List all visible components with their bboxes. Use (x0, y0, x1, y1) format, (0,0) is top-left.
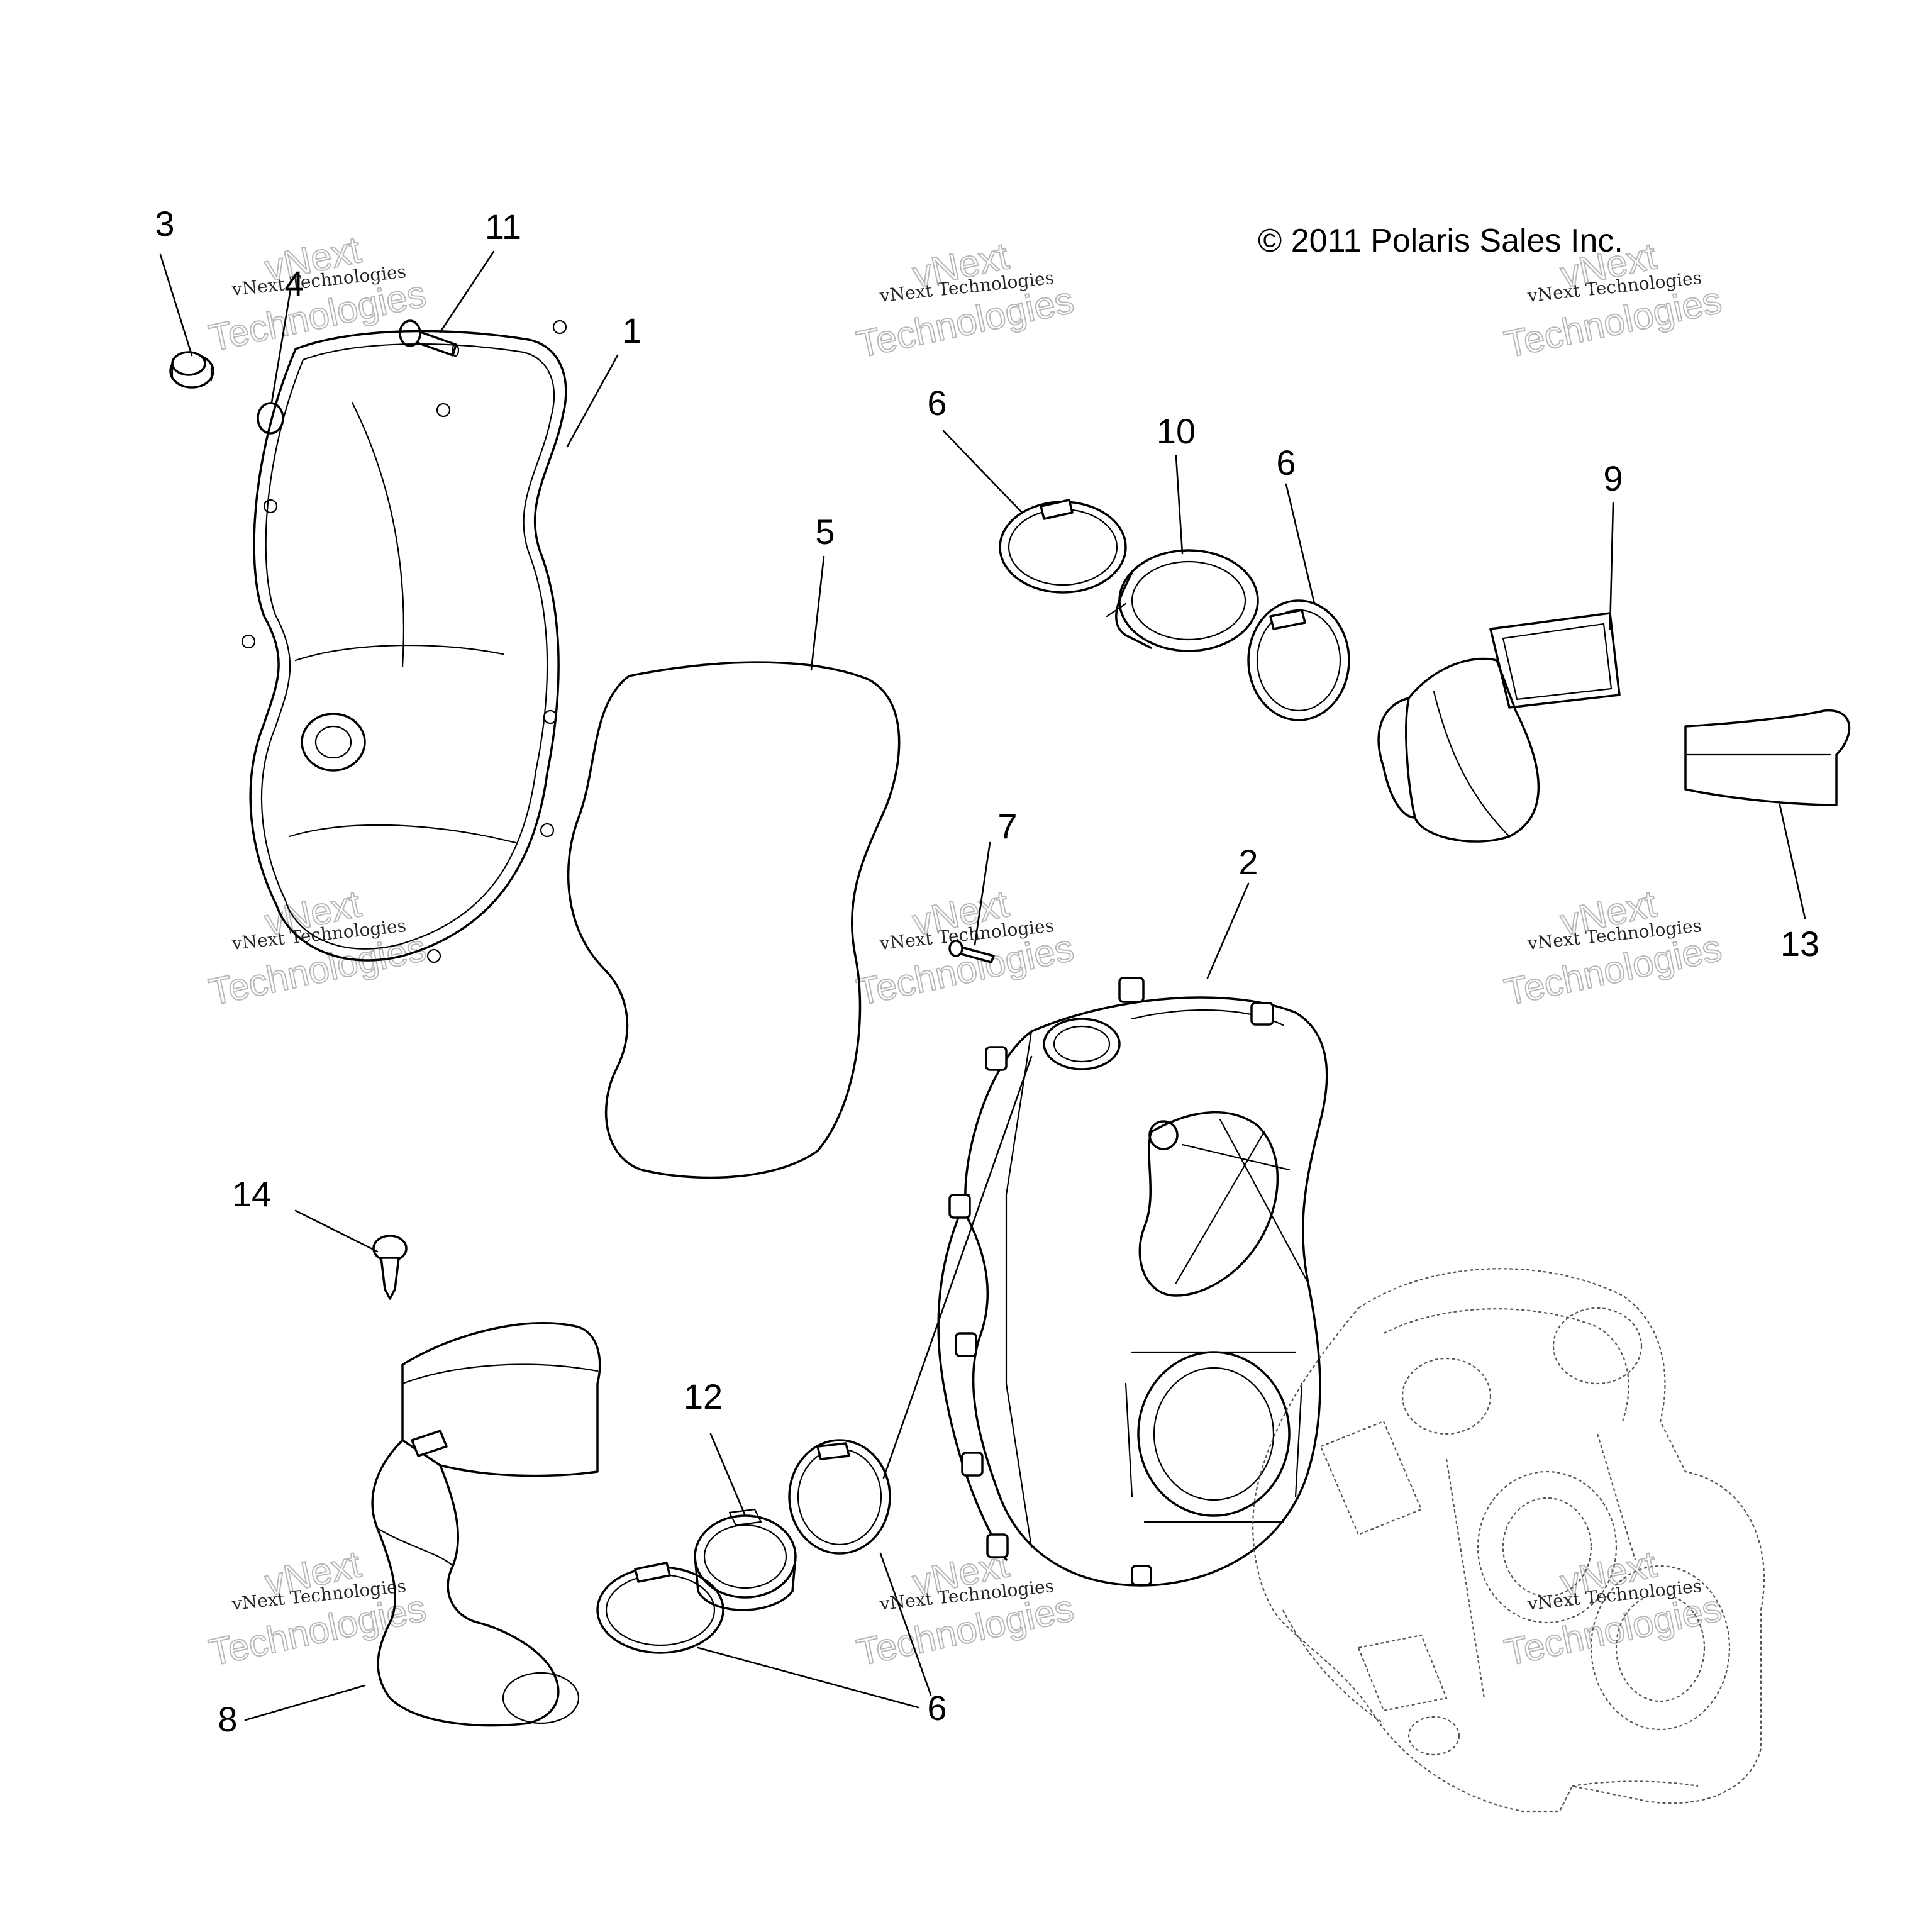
leader-6c-b (697, 1646, 919, 1709)
callout-6b: 6 (1276, 443, 1296, 482)
part-2-inner-cover[interactable] (937, 977, 1328, 1587)
leader-1 (566, 354, 619, 448)
callout-6c: 6 (927, 1688, 947, 1728)
leader-6b (1285, 483, 1316, 605)
leader-8 (244, 1684, 366, 1721)
watermark-mid-left: vNext Technologies vNext Technologies (204, 882, 430, 1014)
callout-10: 10 (1157, 411, 1196, 451)
leader-14 (294, 1209, 379, 1253)
leader-7 (974, 841, 991, 946)
watermark-bottom-left: vNext Technologies vNext Technologies (204, 1542, 430, 1674)
callout-6a: 6 (927, 383, 947, 423)
leader-12 (709, 1433, 747, 1517)
callout-5: 5 (815, 512, 835, 552)
callout-11: 11 (485, 207, 521, 247)
part-5-gasket[interactable] (567, 661, 901, 1179)
leader-9 (1609, 502, 1614, 630)
part-8-intake-duct[interactable] (371, 1321, 601, 1727)
part-11-bolt[interactable] (399, 319, 460, 357)
part-9-elbow-duct[interactable] (1377, 612, 1621, 843)
engine-reference-ghost (1252, 1268, 1765, 1813)
copyright-text: © 2011 Polaris Sales Inc. (1258, 223, 1623, 259)
leader-6c-a (879, 1552, 932, 1696)
callout-numbers: 3 4 11 1 5 6 10 6 9 13 7 2 14 12 6 8 (155, 204, 1819, 1739)
part-14-rivet[interactable] (372, 1235, 408, 1300)
part-10-coupler[interactable] (1106, 549, 1259, 652)
callout-14: 14 (232, 1174, 271, 1214)
leader-2b (882, 1055, 1033, 1479)
part-1-outer-cover[interactable] (241, 319, 567, 963)
part-6-clamp-bottom-b[interactable] (596, 1562, 724, 1654)
callout-4: 4 (284, 264, 304, 303)
callout-12: 12 (684, 1377, 723, 1416)
part-3-plug[interactable] (169, 351, 214, 389)
part-13-end-cap[interactable] (1684, 709, 1851, 806)
part-6-clamp-top-a[interactable] (999, 499, 1127, 594)
watermark-top-left: vNext Technologies vNext Technologies (204, 228, 430, 360)
part-12-clamp-ring[interactable] (694, 1508, 797, 1611)
part-6-clamp-top-b[interactable] (1247, 599, 1350, 721)
watermark-top-center: vNext Technologies vNext Technologies (852, 234, 1078, 366)
watermark-mid-right: vNext Technologies vNext Technologies (1500, 882, 1726, 1014)
leader-5 (810, 555, 825, 671)
leader-4 (270, 288, 292, 404)
part-4-o-ring[interactable] (257, 402, 284, 435)
leader-3 (159, 253, 193, 357)
callout-7: 7 (997, 806, 1017, 846)
callout-13: 13 (1780, 924, 1819, 963)
part-7-screw[interactable] (948, 940, 995, 963)
callout-1: 1 (622, 311, 641, 350)
watermark-bottom-center: vNext Technologies vNext Technologies (852, 1542, 1078, 1674)
leader-6a (942, 430, 1023, 514)
leader-2 (1206, 882, 1250, 979)
leader-10 (1175, 455, 1184, 555)
leader-11 (439, 250, 495, 333)
watermark-bottom-right: vNext Technologies vNext Technologies (1500, 1542, 1726, 1674)
part-6-clamp-bottom-a[interactable] (788, 1439, 891, 1555)
leader-lines (159, 250, 1806, 1721)
callout-9: 9 (1603, 458, 1623, 498)
callout-3: 3 (155, 204, 174, 243)
callout-8: 8 (218, 1699, 237, 1739)
leader-13 (1779, 804, 1806, 919)
callout-2: 2 (1238, 842, 1258, 882)
